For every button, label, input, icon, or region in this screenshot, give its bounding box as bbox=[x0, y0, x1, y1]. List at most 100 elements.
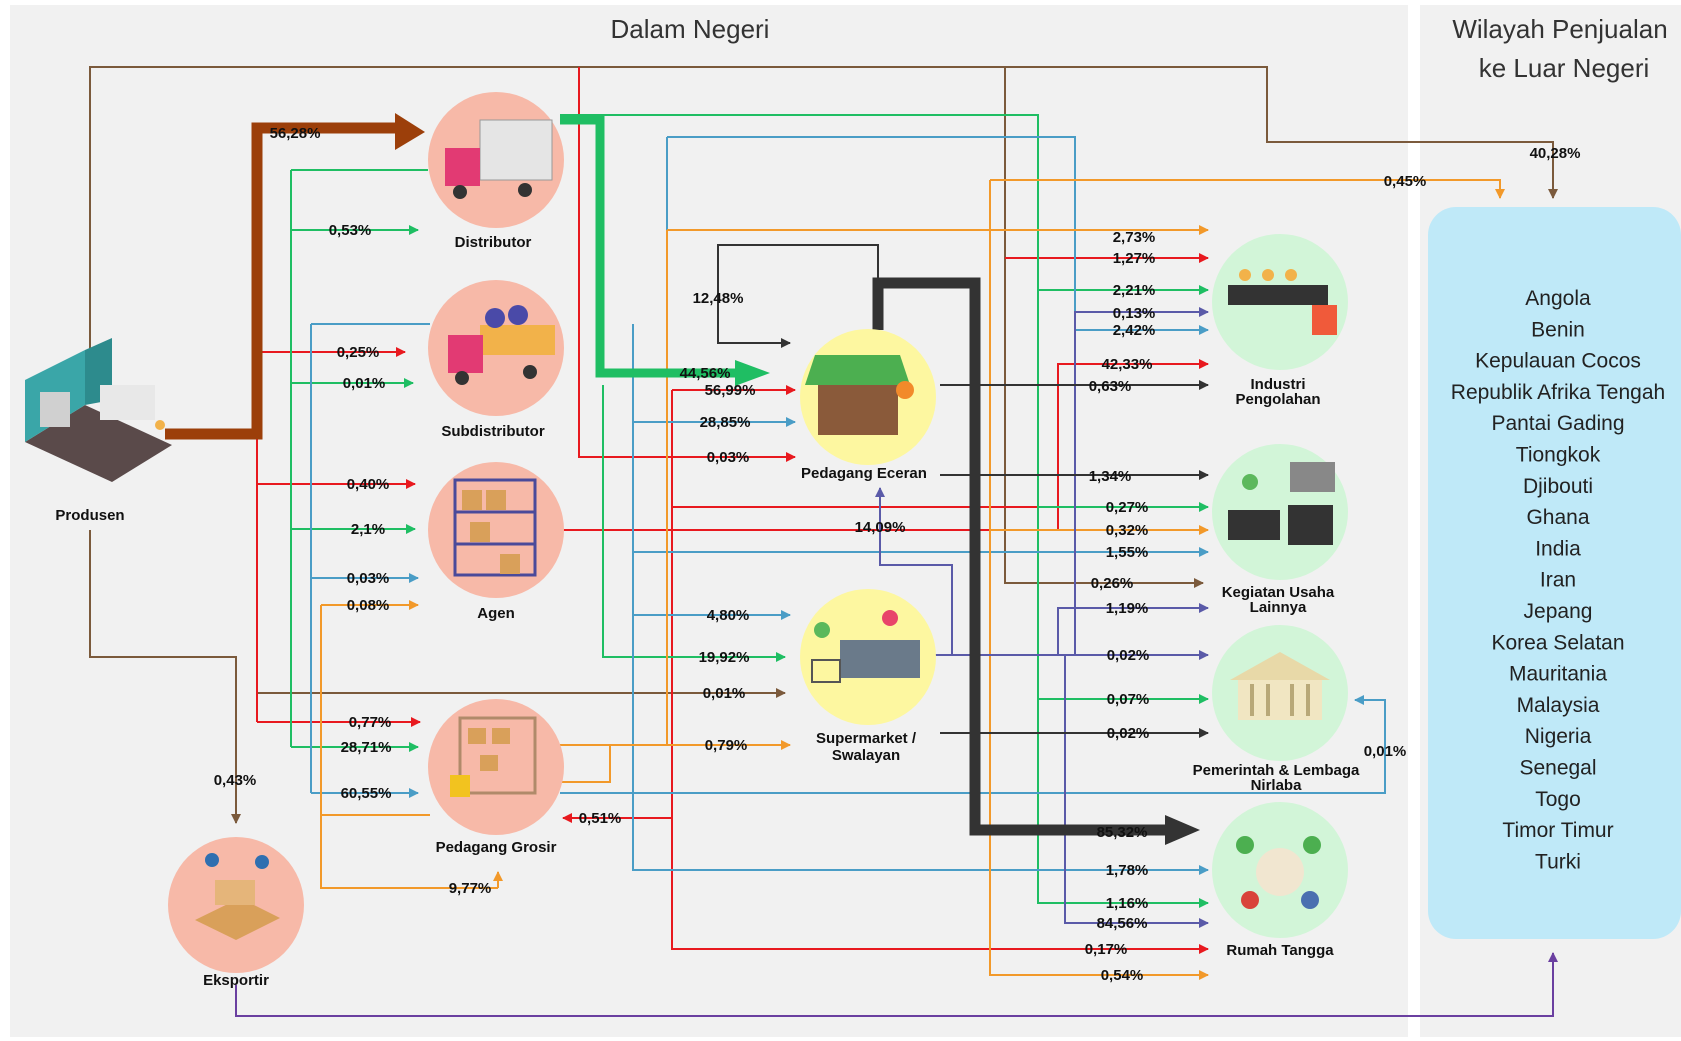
node-eksportir: Eksportir bbox=[168, 837, 304, 989]
country-item: Timor Timur bbox=[1502, 819, 1613, 842]
node-subdistributor: Subdistributor bbox=[428, 280, 564, 440]
stove-icon bbox=[1228, 510, 1280, 540]
pct-rt-purple: 84,56% bbox=[1097, 915, 1148, 932]
flow-rt-blue bbox=[632, 324, 1209, 875]
country-item: Iran bbox=[1540, 569, 1576, 592]
node-agen: Agen bbox=[428, 462, 564, 622]
flow-kegiatan-brown bbox=[1004, 67, 1204, 588]
flow-labels: 56,28% 0,43% 40,28% 0,45% 0,25% 0,01% 0,… bbox=[214, 125, 1581, 984]
label-supermarket-2: Swalayan bbox=[832, 747, 900, 764]
flow-eksportir-export bbox=[235, 952, 1558, 1017]
node-pedagang-eceran: Pedagang Eceran bbox=[800, 329, 936, 482]
country-item: Nigeria bbox=[1525, 725, 1592, 748]
pickup-cab-icon bbox=[448, 335, 483, 373]
label-industri-1: Industri bbox=[1251, 376, 1306, 393]
forklift-icon bbox=[450, 775, 470, 797]
pct-ec-black-loop: 12,48% bbox=[693, 290, 744, 307]
shelf-icon bbox=[453, 478, 537, 577]
pct-ec-red: 0,03% bbox=[707, 449, 750, 466]
label-distributor: Distributor bbox=[455, 234, 532, 251]
pct-p-grosir-red: 0,77% bbox=[349, 714, 392, 731]
pct-rt-green: 1,16% bbox=[1106, 895, 1149, 912]
flow-rt-orange bbox=[989, 180, 1209, 980]
pct-ind-red2: 42,33% bbox=[1102, 356, 1153, 373]
country-item: Angola bbox=[1525, 287, 1591, 310]
pct-ind-purple: 0,13% bbox=[1113, 305, 1156, 322]
flow-eceran-black-loop bbox=[717, 244, 879, 348]
label-rumah-tangga: Rumah Tangga bbox=[1226, 942, 1334, 959]
pct-d-export: 0,45% bbox=[1384, 173, 1427, 190]
pct-p-agen-orange: 0,08% bbox=[347, 597, 390, 614]
country-item: Republik Afrika Tengah bbox=[1451, 381, 1665, 404]
pct-rt-red: 0,17% bbox=[1085, 941, 1128, 958]
truck-cab-icon bbox=[445, 148, 480, 186]
pct-p-agen-green: 2,1% bbox=[351, 521, 385, 538]
country-item: Turki bbox=[1535, 850, 1581, 873]
pct-p-grosir-green: 28,71% bbox=[341, 739, 392, 756]
flow-produsen-eksportir bbox=[89, 530, 241, 824]
pct-rt-black: 85,32% bbox=[1097, 824, 1148, 841]
pct-keg-green: 0,27% bbox=[1106, 499, 1149, 516]
stall-awning-icon bbox=[805, 355, 910, 385]
pct-sm-brown: 0,01% bbox=[703, 685, 746, 702]
arrowhead-rt-black bbox=[1165, 815, 1200, 845]
pct-ec-green: 44,56% bbox=[680, 365, 731, 382]
flow-produsen-distributor-thick bbox=[165, 122, 398, 440]
flow-rt-purple bbox=[1064, 655, 1209, 928]
pct-keg-black: 1,34% bbox=[1089, 468, 1132, 485]
pct-ind-green: 2,21% bbox=[1113, 282, 1156, 299]
node-pedagang-grosir: Pedagang Grosir bbox=[428, 699, 564, 856]
node-kegiatan: Kegiatan Usaha Lainnya bbox=[1212, 444, 1348, 616]
agen-circle bbox=[428, 462, 564, 598]
pct-sm-blue: 4,80% bbox=[707, 607, 750, 624]
export-title-line1: Wilayah Penjualan bbox=[1452, 14, 1667, 44]
label-grosir: Pedagang Grosir bbox=[436, 839, 557, 856]
pct-p-agen-blue: 0,03% bbox=[347, 570, 390, 587]
pct-p-sub-red: 0,25% bbox=[337, 344, 380, 361]
country-item: Benin bbox=[1531, 318, 1585, 341]
country-item: India bbox=[1535, 537, 1581, 560]
export-title-line2: ke Luar Negeri bbox=[1479, 53, 1650, 83]
pct-keg-orange: 0,32% bbox=[1106, 522, 1149, 539]
label-supermarket-1: Supermarket / bbox=[816, 730, 917, 747]
label-eceran: Pedagang Eceran bbox=[801, 465, 927, 482]
pct-keg-brown: 0,26% bbox=[1091, 575, 1134, 592]
label-kegiatan-1: Kegiatan Usaha bbox=[1222, 584, 1335, 601]
pct-p-eksportir: 0,43% bbox=[214, 772, 257, 789]
pct-grosir-red-in: 0,51% bbox=[579, 810, 622, 827]
pct-grosir-orange-in: 9,77% bbox=[449, 880, 492, 897]
label-agen: Agen bbox=[477, 605, 515, 622]
country-item: Djibouti bbox=[1523, 475, 1593, 498]
pct-p-sub-green: 0,01% bbox=[343, 375, 386, 392]
flow-kegiatan-purple bbox=[1057, 603, 1209, 655]
pct-ind-orange: 2,73% bbox=[1113, 229, 1156, 246]
pct-p-distributor: 56,28% bbox=[270, 125, 321, 142]
country-item: Senegal bbox=[1519, 757, 1596, 780]
country-item: Kepulauan Cocos bbox=[1475, 350, 1641, 373]
pct-pem-green: 0,07% bbox=[1107, 691, 1150, 708]
pct-ind-red: 1,27% bbox=[1113, 250, 1156, 267]
node-rumah-tangga: Rumah Tangga bbox=[1212, 802, 1348, 959]
label-produsen: Produsen bbox=[55, 507, 124, 524]
conveyor-icon bbox=[1228, 285, 1328, 305]
pct-pem-purple: 0,02% bbox=[1107, 647, 1150, 664]
flow-rt-red bbox=[671, 390, 1209, 954]
node-industri: Industri Pengolahan bbox=[1212, 234, 1348, 408]
pct-p-agen-red: 0,40% bbox=[347, 476, 390, 493]
flow-sm-green bbox=[602, 385, 786, 662]
pct-sm-orange: 0,79% bbox=[705, 737, 748, 754]
pct-keg-blue: 1,55% bbox=[1106, 544, 1149, 561]
pickup-bed-icon bbox=[480, 325, 555, 355]
pct-ec-blue: 28,85% bbox=[700, 414, 751, 431]
pct-pem-black: 0,02% bbox=[1107, 725, 1150, 742]
pct-rt-blue: 1,78% bbox=[1106, 862, 1149, 879]
label-pemerintah-2: Nirlaba bbox=[1251, 777, 1303, 794]
label-eksportir: Eksportir bbox=[203, 972, 269, 989]
pct-p-export: 40,28% bbox=[1530, 145, 1581, 162]
country-item: Pantai Gading bbox=[1491, 412, 1624, 435]
country-item: Korea Selatan bbox=[1491, 631, 1624, 654]
pct-rt-orange: 0,54% bbox=[1101, 967, 1144, 984]
pct-p-grosir-blue: 60,55% bbox=[341, 785, 392, 802]
pct-ind-blue: 2,42% bbox=[1113, 322, 1156, 339]
pallet-icon bbox=[195, 898, 280, 940]
